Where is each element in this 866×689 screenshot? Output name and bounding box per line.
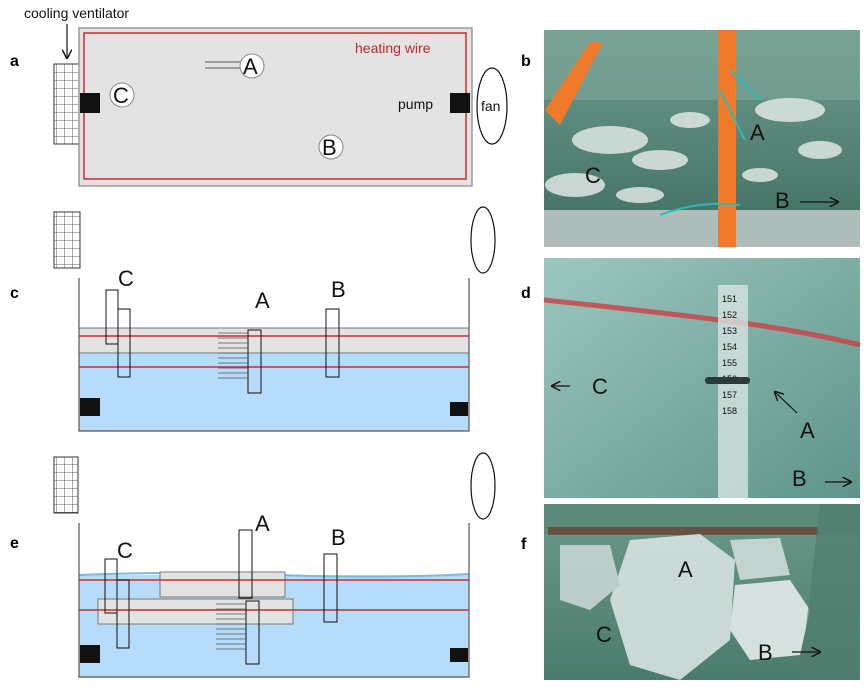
- panel-letter-f: f: [521, 536, 527, 553]
- label-b: B: [331, 277, 346, 302]
- sensor-b-rod: [325, 308, 340, 378]
- label-a: A: [750, 120, 765, 145]
- panel-letter-d: d: [521, 285, 531, 302]
- ruler-tick: 154: [722, 342, 737, 352]
- ruler-tick: 155: [722, 358, 737, 368]
- ice-layer: [78, 327, 470, 354]
- pump-block-left: [80, 398, 100, 416]
- panel-letter-c: c: [10, 285, 19, 302]
- label-c: C: [585, 163, 601, 188]
- pump-block-left: [80, 645, 100, 663]
- cooling-ventilator-label: cooling ventilator: [24, 5, 129, 21]
- sensor-a-circle: [239, 53, 265, 79]
- sensor-b-circle: [318, 134, 344, 160]
- photo-b-front-edge: [544, 210, 860, 247]
- label-c: C: [117, 538, 133, 563]
- sensor-b-rod: [323, 553, 338, 623]
- ice-slab-upper: [159, 571, 286, 598]
- label-b: B: [775, 188, 790, 213]
- label-c: C: [592, 374, 608, 399]
- fan-icon: [470, 452, 496, 520]
- cooling-ventilator-icon: [53, 63, 81, 145]
- photo-b-wires: [659, 69, 761, 216]
- sensor-a-rod-lower: [245, 600, 260, 665]
- tank-walls: [78, 523, 470, 678]
- label-a: A: [800, 418, 815, 443]
- ruler-tick: 152: [722, 310, 737, 320]
- panel-a: a cooling ventilator heating wire pump f…: [10, 5, 508, 187]
- sensor-a-rod: [247, 329, 262, 394]
- label-b: B: [758, 640, 773, 665]
- panel-e: e C A B: [10, 452, 496, 678]
- photo-d-probe-band: [705, 377, 750, 384]
- label-c: C: [118, 266, 134, 291]
- ruler-tick: 153: [722, 326, 737, 336]
- ice-slab-lower: [97, 598, 294, 625]
- tank-top-view: [78, 27, 473, 187]
- cooling-ventilator-icon: [53, 211, 81, 269]
- pump-block-right: [450, 402, 468, 416]
- photo-b-orange-bar-ruler: [718, 30, 736, 247]
- panel-letter-b: b: [521, 53, 531, 70]
- pump-block-right: [450, 93, 470, 113]
- tank-walls: [78, 278, 470, 432]
- photo-b-frazil-ice: [545, 98, 842, 203]
- panel-f: f A C B: [521, 504, 860, 680]
- panel-d: d 151 152 153 154 155 156 157 158 C A B: [521, 258, 861, 498]
- photo-d-background: [544, 258, 860, 498]
- sensor-a-probes: [216, 603, 246, 650]
- cooling-ventilator-icon: [53, 456, 79, 514]
- panel-c: c C A B: [10, 206, 496, 432]
- pump-block-right: [450, 648, 468, 662]
- label-b: B: [331, 525, 346, 550]
- label-c: C: [596, 622, 612, 647]
- panel-letter-a: a: [10, 53, 19, 70]
- ruler-tick: 157: [722, 390, 737, 400]
- photo-b-far-wall: [544, 30, 860, 100]
- ruler-tick: 158: [722, 406, 737, 416]
- arrow-a: [775, 392, 798, 414]
- photo-d-ruler: [718, 285, 748, 498]
- panel-letter-e: e: [10, 535, 19, 552]
- label-b: B: [322, 135, 337, 160]
- ruler-tick: 151: [722, 294, 737, 304]
- photo-f-heating-wire: [548, 527, 818, 535]
- label-a: A: [255, 511, 270, 536]
- label-a: A: [678, 557, 693, 582]
- sensor-a-rod-upper: [238, 529, 253, 599]
- fan-icon: [470, 206, 496, 274]
- fan-label: fan: [481, 98, 500, 114]
- photo-f-ice-floes: [560, 534, 810, 680]
- sensor-c-rod-2: [117, 308, 131, 378]
- label-a: A: [255, 288, 270, 313]
- water-body: [79, 353, 469, 431]
- sensor-c-circle: [109, 82, 135, 108]
- panel-b: b A C B: [521, 30, 860, 247]
- sensor-a-probes: [218, 332, 248, 379]
- label-b: B: [792, 466, 807, 491]
- pump-label: pump: [398, 96, 433, 112]
- heating-wire-label: heating wire: [355, 40, 431, 56]
- label-a: A: [243, 54, 258, 79]
- photo-f-side-wall: [800, 504, 860, 680]
- photo-b-orange-bar-left: [545, 42, 603, 125]
- label-c: C: [113, 83, 129, 108]
- pump-block-left: [80, 93, 100, 113]
- sensor-c-rod-2: [116, 579, 130, 649]
- fan-icon: [476, 67, 508, 145]
